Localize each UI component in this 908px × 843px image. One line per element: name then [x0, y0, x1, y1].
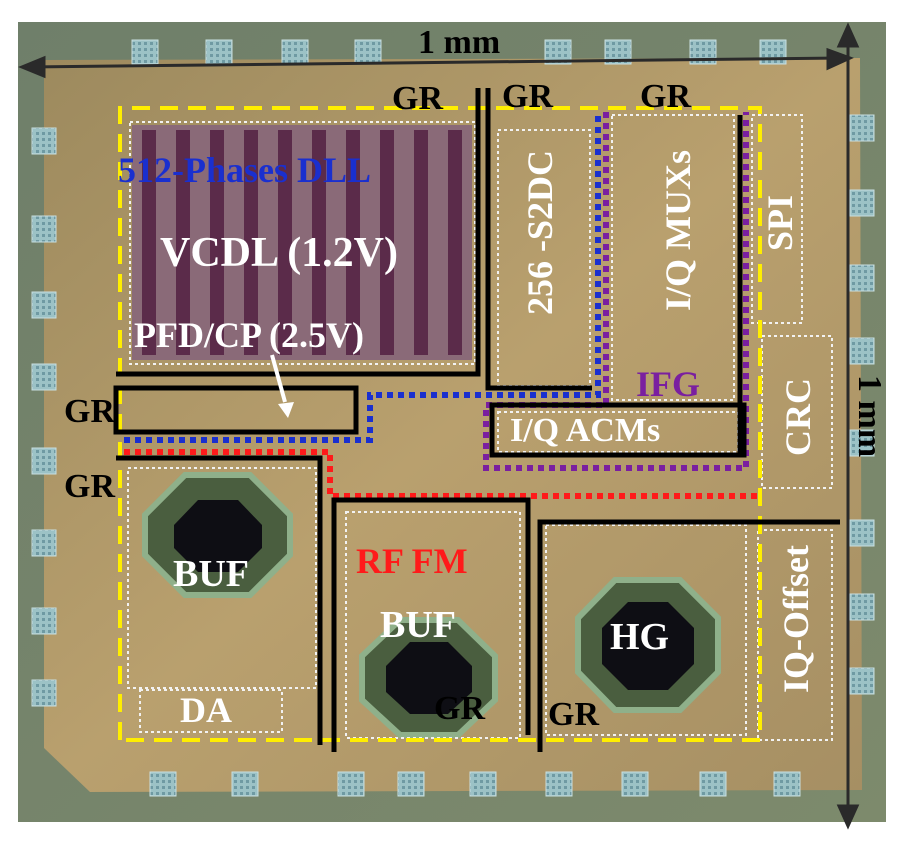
vcdl-array — [132, 125, 472, 360]
red-rffm-boundary — [124, 449, 758, 499]
inductor-buf-left — [142, 472, 293, 598]
gr-label-top-1: GR — [392, 80, 443, 117]
height-label: 1 mm — [851, 375, 888, 458]
yellow-boundary — [118, 106, 762, 742]
iq-offset-label: IQ-Offset — [776, 545, 816, 693]
width-dimension-arrow — [18, 47, 854, 79]
height-dimension-arrow — [836, 22, 860, 830]
gr-label-left-2: GR — [64, 468, 115, 505]
hg-label: HG — [610, 616, 670, 658]
s2dc-label: 256 -S2DC — [520, 150, 560, 316]
gr-label-bottom-1: GR — [434, 690, 485, 727]
gr-label-top-3: GR — [640, 78, 691, 115]
width-label: 1 mm — [418, 24, 501, 61]
iq-acms-label: I/Q ACMs — [510, 412, 661, 449]
rf-fm-label: RF FM — [356, 541, 468, 581]
iq-muxs-label: I/Q MUXs — [658, 150, 698, 311]
gr-label-top-2: GR — [502, 78, 553, 115]
gr-label-bottom-2: GR — [548, 696, 599, 733]
vcdl-label: VCDL (1.2V) — [160, 230, 398, 276]
inductor-buf-center — [359, 617, 498, 738]
pfd-arrow — [270, 354, 294, 418]
right-pads — [849, 114, 875, 695]
bottom-pads — [149, 771, 801, 797]
buf-center-label: BUF — [380, 604, 456, 646]
buf-left-label: BUF — [173, 553, 249, 595]
da-label: DA — [180, 690, 232, 730]
pfd-cp-label: PFD/CP (2.5V) — [134, 315, 364, 355]
inductor-hg — [575, 577, 721, 713]
gr-label-left-1: GR — [64, 393, 115, 430]
ifg-label: IFG — [636, 364, 701, 404]
guard-ring-lines — [113, 88, 840, 752]
left-pads — [31, 127, 57, 707]
spi-label: SPI — [760, 195, 800, 252]
crc-label: CRC — [778, 378, 818, 456]
blue-dll-boundary — [124, 112, 601, 443]
dll-title: 512-Phases DLL — [118, 150, 372, 190]
